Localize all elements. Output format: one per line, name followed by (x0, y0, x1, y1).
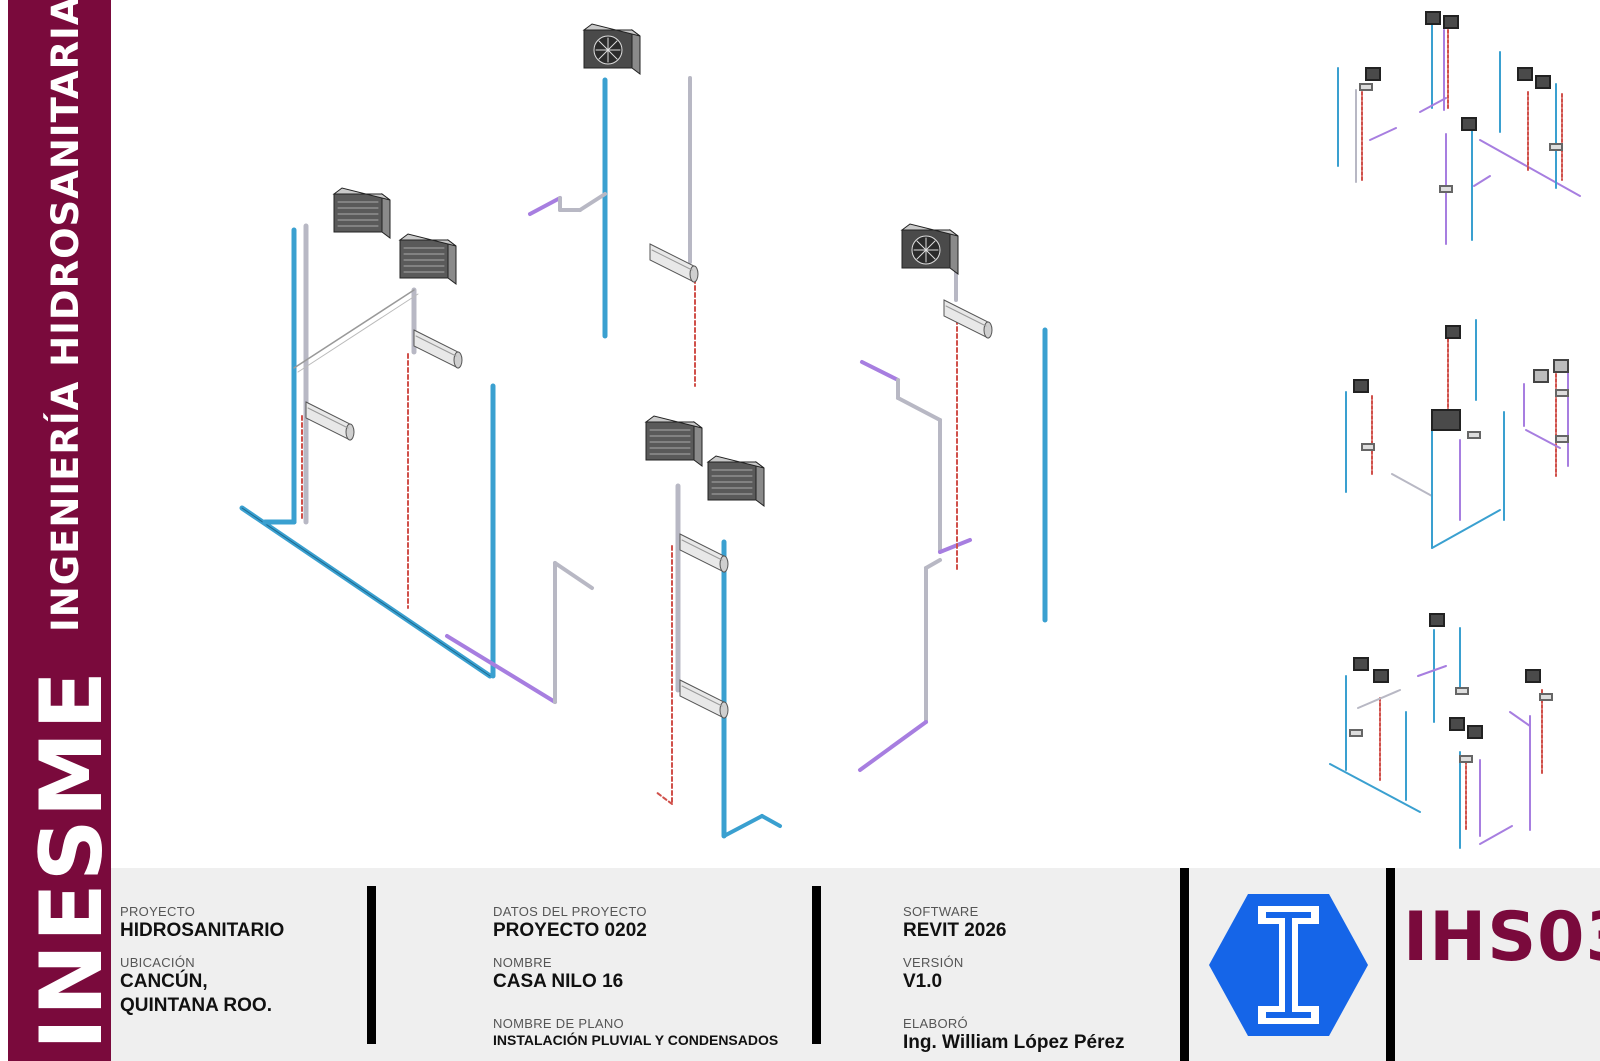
separator-1 (367, 886, 376, 1044)
software-value: REVIT 2026 (903, 920, 1007, 941)
datos-label: DATOS DEL PROYECTO (493, 904, 647, 919)
mini-view-3 (1329, 613, 1553, 849)
separator-2 (812, 886, 821, 1044)
separator-3 (1180, 868, 1189, 1061)
ubicacion-line2: QUINTANA ROO. (120, 995, 272, 1016)
pipe-isometric-svg (239, 11, 1581, 849)
version-label: VERSIÓN (903, 955, 964, 970)
proyecto-label: PROYECTO (120, 904, 196, 919)
version-value: V1.0 (903, 971, 943, 992)
sidebar: INESME INGENIERÍA HIDROSANITARIA (8, 0, 111, 1061)
sheet-number: IHS03 (1403, 898, 1600, 977)
brand-subtitle: INGENIERÍA HIDROSANITARIA (44, 0, 87, 632)
ubicacion-line1: CANCÚN, (120, 971, 208, 992)
elaboro-value: Ing. William López Pérez (903, 1032, 1125, 1053)
brand-title: INESME (22, 669, 111, 1050)
software-label: SOFTWARE (903, 904, 979, 919)
plano-value: INSTALACIÓN PLUVIAL Y CONDENSADOS (493, 1032, 779, 1048)
title-block: PROYECTO HIDROSANITARIO UBICACIÓN CANCÚN… (111, 868, 1600, 1061)
plano-label: NOMBRE DE PLANO (493, 1016, 624, 1031)
mini-view-1 (1337, 11, 1581, 245)
pipe-group-1 (239, 187, 594, 704)
isometric-drawing (111, 0, 1600, 868)
mini-view-2 (1345, 319, 1569, 549)
pipe-group-4 (858, 223, 1048, 772)
separator-4 (1386, 868, 1395, 1061)
ubicacion-label: UBICACIÓN (120, 955, 195, 970)
proyecto-value: HIDROSANITARIO (120, 920, 285, 941)
elaboro-label: ELABORÓ (903, 1016, 968, 1031)
nombre-value: CASA NILO 16 (493, 971, 624, 992)
pipe-group-3 (645, 415, 782, 839)
inesme-logo-icon (1209, 894, 1368, 1036)
nombre-label: NOMBRE (493, 955, 552, 970)
pipe-group-2 (528, 23, 699, 387)
datos-value: PROYECTO 0202 (493, 920, 647, 941)
